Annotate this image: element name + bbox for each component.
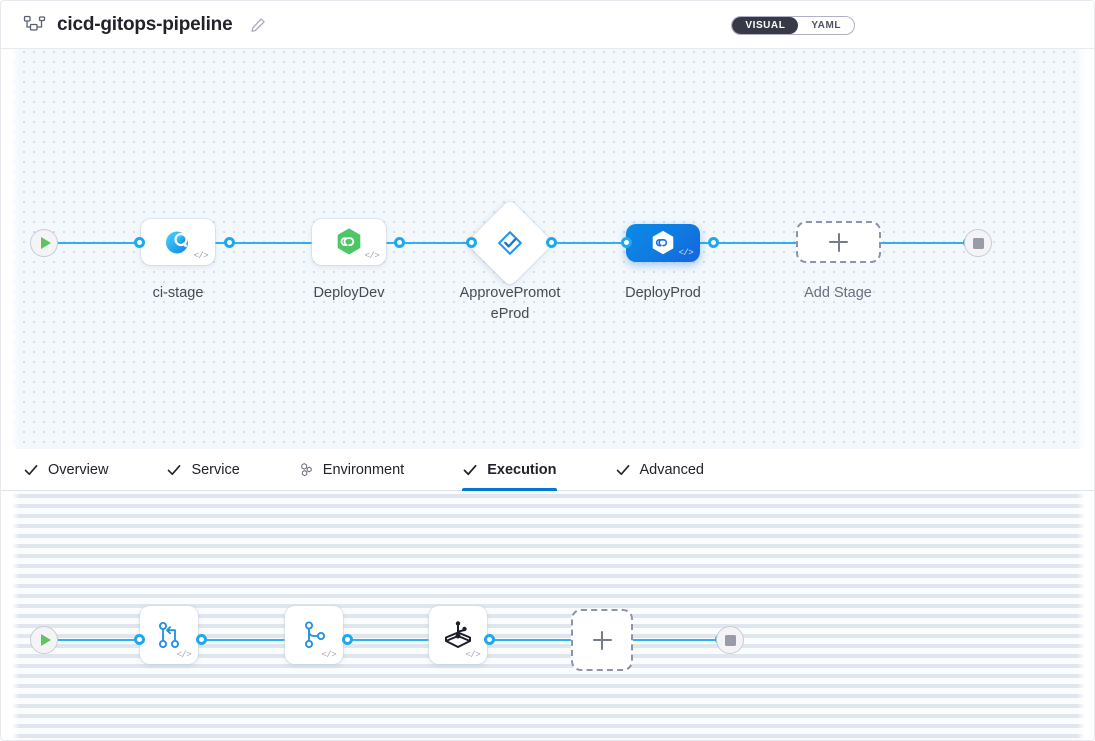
approval-diamond-icon <box>498 231 522 255</box>
connector-dot[interactable] <box>196 634 207 645</box>
connector-line <box>399 242 477 244</box>
pipeline-end-node[interactable] <box>964 229 992 257</box>
step-node-update-release-repo[interactable]: </> <box>140 606 198 664</box>
play-icon <box>40 237 51 249</box>
code-badge: </> <box>364 251 380 261</box>
plus-icon-vertical <box>601 630 603 650</box>
pencil-edit-icon[interactable] <box>250 17 266 33</box>
stage-node-approvepromoteprod[interactable] <box>466 199 554 287</box>
connector-dot[interactable] <box>134 634 145 645</box>
harness-ci-icon <box>166 231 188 254</box>
connector-line <box>45 242 140 244</box>
stage-node-label: ApprovePromot eProd <box>459 285 561 322</box>
stage-node-body <box>466 199 554 287</box>
stage-node-body: </> <box>141 219 215 265</box>
tab-label: Environment <box>322 461 405 478</box>
tab-advanced[interactable]: Advanced <box>615 449 723 490</box>
connector-dot[interactable] <box>342 634 353 645</box>
connector-line <box>861 242 981 244</box>
pipeline-header: cicd-gitops-pipeline VISUAL YAML <box>1 1 1094 49</box>
add-stage-label: Add Stage <box>804 285 872 301</box>
connector-dot[interactable] <box>708 237 719 248</box>
connector-line <box>199 639 291 641</box>
tab-overview[interactable]: Overview <box>23 449 126 490</box>
stage-node-label: DeployDev <box>313 285 385 301</box>
check-icon <box>24 464 38 475</box>
stop-icon <box>972 237 984 249</box>
toggle-visual[interactable]: VISUAL <box>732 17 799 34</box>
connector-line <box>631 639 726 641</box>
tab-environment[interactable]: Environment <box>298 449 422 490</box>
add-stage-button[interactable] <box>796 221 881 263</box>
plus-icon-vertical <box>837 232 840 252</box>
connector-line <box>691 242 821 244</box>
view-mode-toggle[interactable]: VISUAL YAML <box>731 16 855 35</box>
connector-line <box>484 639 574 641</box>
stage-graph-canvas[interactable]: </> ci-stage </> DeployDev <box>1 49 1094 449</box>
toggle-yaml[interactable]: YAML <box>811 20 841 31</box>
check-icon <box>616 464 629 475</box>
connector-dot[interactable] <box>394 237 405 248</box>
stage-node-label: ci-stage <box>152 285 204 301</box>
tab-label: Service <box>191 461 240 478</box>
tab-label: Overview <box>48 461 109 478</box>
tab-label: Execution <box>487 461 557 478</box>
step-node-fetch-linked-apps[interactable]: </> <box>429 606 487 664</box>
stage-config-tabs[interactable]: Overview Service Environment Execution <box>1 449 1094 491</box>
stage-node-deployprod[interactable]: </> <box>626 224 700 262</box>
argocd-icon <box>445 621 471 648</box>
code-badge: </> <box>465 650 481 660</box>
connector-dot[interactable] <box>546 237 557 248</box>
connector-dot[interactable] <box>134 237 145 248</box>
code-badge: </> <box>321 650 337 660</box>
pipeline-start-node[interactable] <box>30 229 58 257</box>
connector-dot[interactable] <box>621 237 632 248</box>
check-icon <box>463 464 477 475</box>
add-step-button[interactable] <box>571 609 633 671</box>
step-node-merge-pr[interactable]: </> <box>285 606 343 664</box>
harness-cd-hex-icon <box>652 230 674 255</box>
execution-steps-canvas[interactable]: </> Update Release Repo </> Merge PR <box>1 491 1094 740</box>
check-icon <box>168 464 181 475</box>
connector-line <box>346 639 436 641</box>
step-node-body: </> <box>140 606 198 664</box>
tab-label: Advanced <box>639 461 705 478</box>
stage-node-body: </> <box>312 219 386 265</box>
hexagon-cluster-icon <box>301 462 312 476</box>
connector-dot[interactable] <box>466 237 477 248</box>
git-merge-icon <box>159 622 179 648</box>
pipeline-nodes-icon <box>23 15 46 31</box>
stage-node-label: DeployProd <box>625 285 701 301</box>
play-icon <box>40 634 51 646</box>
code-badge: </> <box>193 251 209 261</box>
pipeline-header-left: cicd-gitops-pipeline <box>1 14 266 36</box>
connector-dot[interactable] <box>484 634 495 645</box>
stage-node-deploydev[interactable]: </> <box>312 219 386 265</box>
code-badge: </> <box>678 248 694 258</box>
connector-dot[interactable] <box>224 237 235 248</box>
execution-start-node[interactable] <box>30 626 58 654</box>
stage-node-ci-stage[interactable]: </> <box>141 219 215 265</box>
harness-cd-hex-icon <box>337 228 361 255</box>
connector-line <box>551 242 646 244</box>
page-title: cicd-gitops-pipeline <box>57 13 233 35</box>
step-node-body: </> <box>285 606 343 664</box>
connector-line <box>45 639 140 641</box>
stage-node-body: </> <box>626 224 700 262</box>
execution-end-node[interactable] <box>716 626 744 654</box>
stop-icon <box>724 634 736 646</box>
step-node-body: </> <box>429 606 487 664</box>
tab-execution[interactable]: Execution <box>462 449 574 491</box>
code-badge: </> <box>176 650 192 660</box>
git-branch-icon <box>304 621 325 648</box>
tab-service[interactable]: Service <box>166 449 257 490</box>
